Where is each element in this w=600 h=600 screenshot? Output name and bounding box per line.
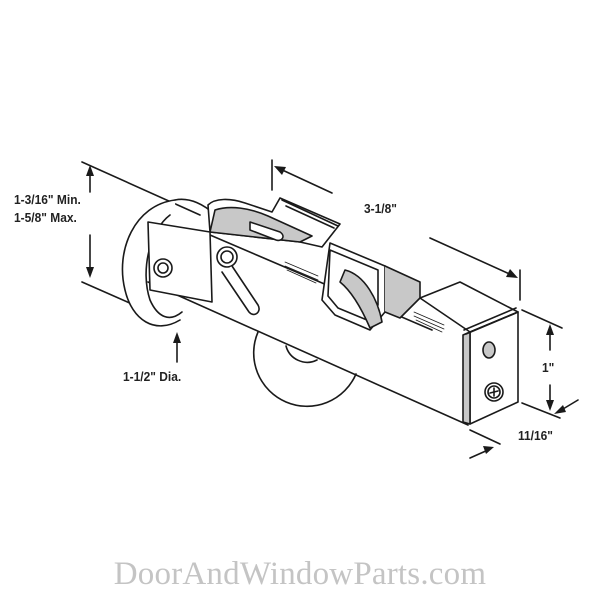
body-height-label: 1" (542, 360, 555, 375)
wheel-diameter-leader (173, 332, 181, 363)
rear-wheel (252, 331, 357, 408)
height-max-label: 1-5/8" Max. (14, 210, 77, 225)
body-height-dimension-lines (521, 309, 579, 419)
length-label: 3-1/8" (364, 201, 397, 216)
height-min-label: 1-3/16" Min. (14, 192, 81, 207)
channel-section (321, 242, 421, 331)
housing-body (147, 221, 469, 426)
wheel-diameter-label: 1-1/2" Dia. (123, 369, 182, 384)
body-width-label: 11/16" (518, 428, 553, 443)
cam-plate (207, 197, 341, 248)
surface-hatching (284, 261, 445, 333)
end-block (419, 281, 519, 425)
length-dimension-lines (271, 159, 521, 301)
body-width-dimension-lines (469, 429, 501, 459)
watermark: DoorAndWindowParts.com (113, 556, 487, 592)
